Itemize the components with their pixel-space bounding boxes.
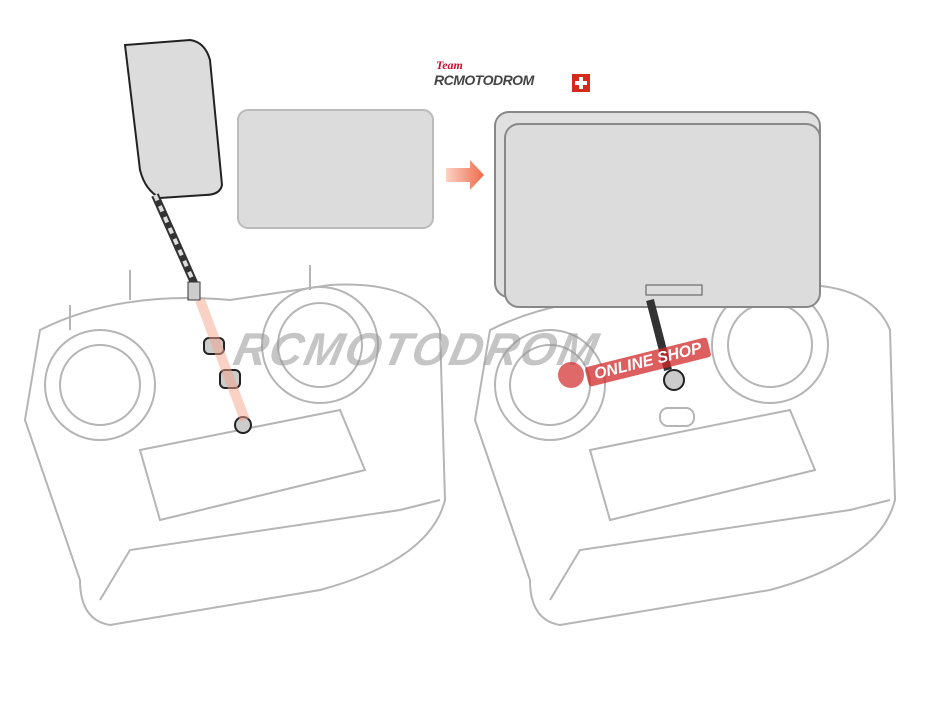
mounted-monitor xyxy=(494,111,821,391)
watermark-flag-icon xyxy=(558,362,584,388)
right-transmitter xyxy=(473,283,897,627)
swiss-flag-icon xyxy=(572,74,590,92)
guide-line xyxy=(195,298,250,422)
monitor-screen xyxy=(237,109,434,229)
logo-team: Team xyxy=(436,58,463,72)
watermark-text: RCMOTODROM xyxy=(229,323,605,375)
arrow-icon xyxy=(446,160,484,190)
rcmotodrom-logo: Team RCMOTODROM xyxy=(432,58,592,98)
left-transmitter xyxy=(23,265,447,627)
folded-monitor-holder xyxy=(123,38,224,301)
logo-brand: RCMOTODROM xyxy=(434,72,534,88)
